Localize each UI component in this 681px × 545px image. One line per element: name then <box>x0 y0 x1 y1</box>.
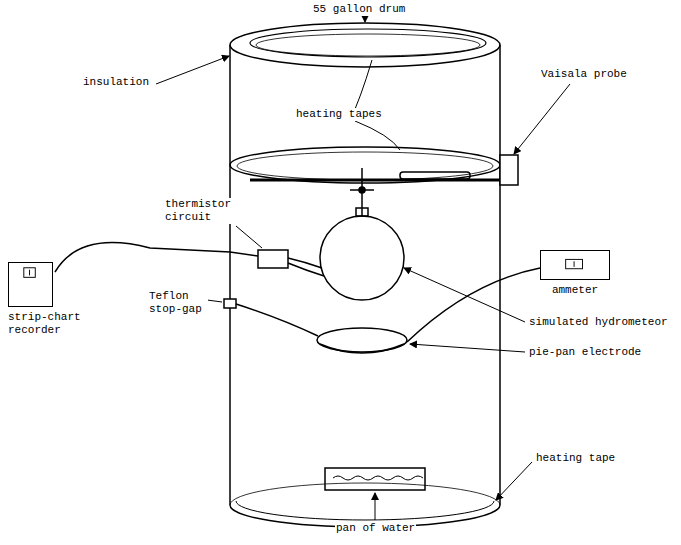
leader-line <box>375 493 376 520</box>
water-surface <box>333 476 423 480</box>
wire <box>236 304 318 336</box>
water-pan <box>325 468 425 490</box>
bottom-heating-tape <box>236 501 494 520</box>
part-label: heating tape <box>535 452 616 465</box>
part-label: insulation <box>82 76 150 89</box>
wire <box>407 268 540 342</box>
hanger-clip <box>359 187 365 193</box>
part-label: pan of water <box>335 522 416 535</box>
part-label: pie-pan electrode <box>528 346 642 359</box>
device-label: ammeter <box>540 284 610 297</box>
wire <box>55 243 258 272</box>
sphere <box>320 216 404 300</box>
leader-line <box>365 17 366 22</box>
heating-tape-loop <box>250 29 486 57</box>
leader-line <box>404 268 525 322</box>
drum-side <box>229 45 231 505</box>
part-label: thermistor circuit <box>164 198 240 224</box>
wire <box>288 263 324 276</box>
leader-line <box>410 344 525 352</box>
ammeter-node: ammeter <box>540 250 610 297</box>
part-label: heating tapes <box>295 108 383 121</box>
part-label: Teflon stop-gap <box>148 290 208 316</box>
ammeter-icon <box>541 251 609 279</box>
pie-pan-rim <box>320 344 404 353</box>
leader-line <box>236 226 262 248</box>
recorder-box <box>8 262 53 307</box>
probe-cylinder <box>400 172 470 179</box>
pie-pan <box>317 328 407 352</box>
heating-tape-loop <box>256 34 480 56</box>
device-label: strip-chart recorder <box>8 311 88 337</box>
leader-line <box>514 84 570 154</box>
ammeter-box <box>540 250 610 280</box>
probe-box <box>500 155 518 185</box>
drum-top <box>230 23 500 67</box>
heating-tape-shelf <box>230 147 500 183</box>
leader-line <box>355 121 400 150</box>
recorder-icon <box>9 263 52 306</box>
leader-line <box>207 300 222 302</box>
part-label: simulated hydrometeor <box>528 316 669 329</box>
part-label: Vaisala probe <box>540 68 628 81</box>
drum-side <box>499 45 501 505</box>
heating-tape-shelf <box>237 152 493 180</box>
hanger-clip <box>356 208 368 216</box>
leader-line <box>156 56 229 84</box>
stop-gap <box>224 299 236 308</box>
part-label: 55 gallon drum <box>312 3 406 16</box>
leader-line <box>496 462 532 500</box>
recorder-node: strip-chart recorder <box>8 262 88 337</box>
drum-bottom-back <box>230 483 500 505</box>
wire <box>288 258 322 268</box>
thermistor-box <box>258 250 288 268</box>
